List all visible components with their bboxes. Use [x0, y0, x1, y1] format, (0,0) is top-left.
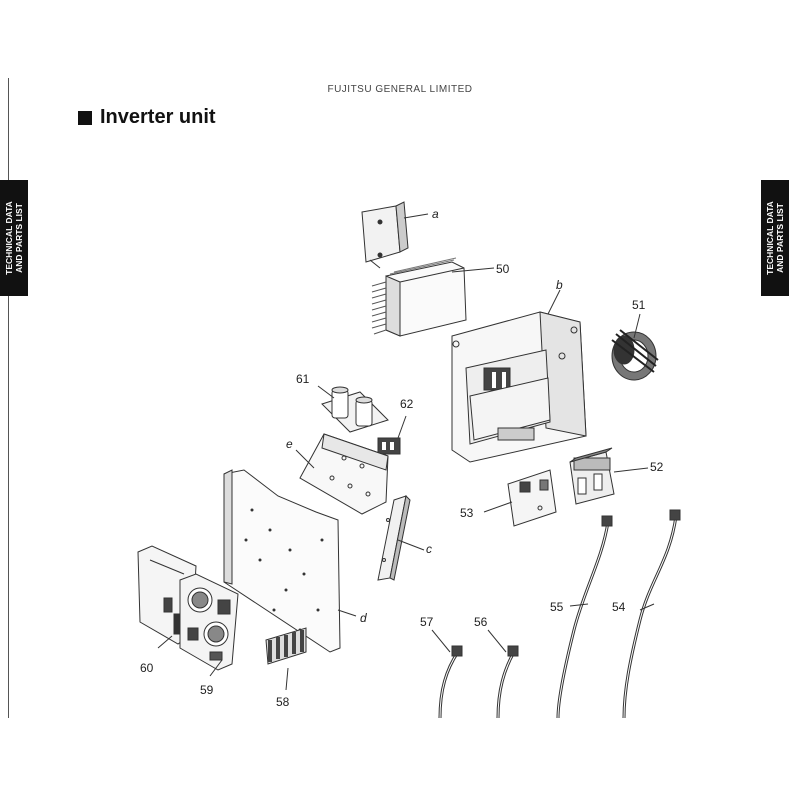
plate-e-drawing [299, 433, 389, 515]
label-59: 59 [200, 683, 214, 697]
wire-56-drawing [496, 645, 519, 719]
bracket-a-drawing [361, 201, 409, 269]
title-square-icon [78, 110, 92, 125]
connector-62-drawing [377, 437, 401, 455]
company-header: FUJITSU GENERAL LIMITED [327, 84, 473, 95]
label-60: 60 [140, 661, 154, 675]
label-50: 50 [496, 262, 510, 276]
pcb-53-drawing [507, 469, 557, 527]
wire-57-drawing [438, 645, 463, 719]
side-tab-left: TECHNICAL DATA AND PARTS LIST [0, 180, 28, 296]
label-51: 51 [632, 298, 646, 312]
label-e: e [286, 437, 293, 451]
bar-c-drawing [377, 494, 411, 581]
label-54: 54 [612, 600, 626, 614]
label-c: c [426, 542, 432, 556]
label-53: 53 [460, 506, 474, 520]
heatsink-50-drawing [371, 257, 467, 337]
side-tab-right: TECHNICAL DATA AND PARTS LIST [761, 180, 789, 296]
margin-rule [8, 78, 9, 718]
wire-54-drawing [622, 509, 681, 719]
reactor-51-drawing [611, 329, 659, 381]
section-title: Inverter unit [78, 106, 216, 129]
title-text: Inverter unit [100, 106, 216, 128]
label-61: 61 [296, 372, 310, 386]
terminal-cover-52-drawing [569, 447, 615, 505]
label-a: a [432, 207, 439, 221]
label-d: d [360, 611, 367, 625]
pcb-59-drawing [179, 573, 239, 671]
label-57: 57 [420, 615, 434, 629]
label-55: 55 [550, 600, 564, 614]
plate-d-drawing [223, 469, 341, 653]
label-52: 52 [650, 460, 664, 474]
terminal-58-drawing [265, 627, 307, 665]
wire-55-drawing [556, 515, 613, 719]
housing-b-drawing [451, 311, 587, 463]
label-56: 56 [474, 615, 488, 629]
label-62: 62 [400, 397, 414, 411]
capacitor-board-61-drawing [321, 386, 389, 433]
label-58: 58 [276, 695, 290, 709]
label-b: b [556, 278, 563, 292]
